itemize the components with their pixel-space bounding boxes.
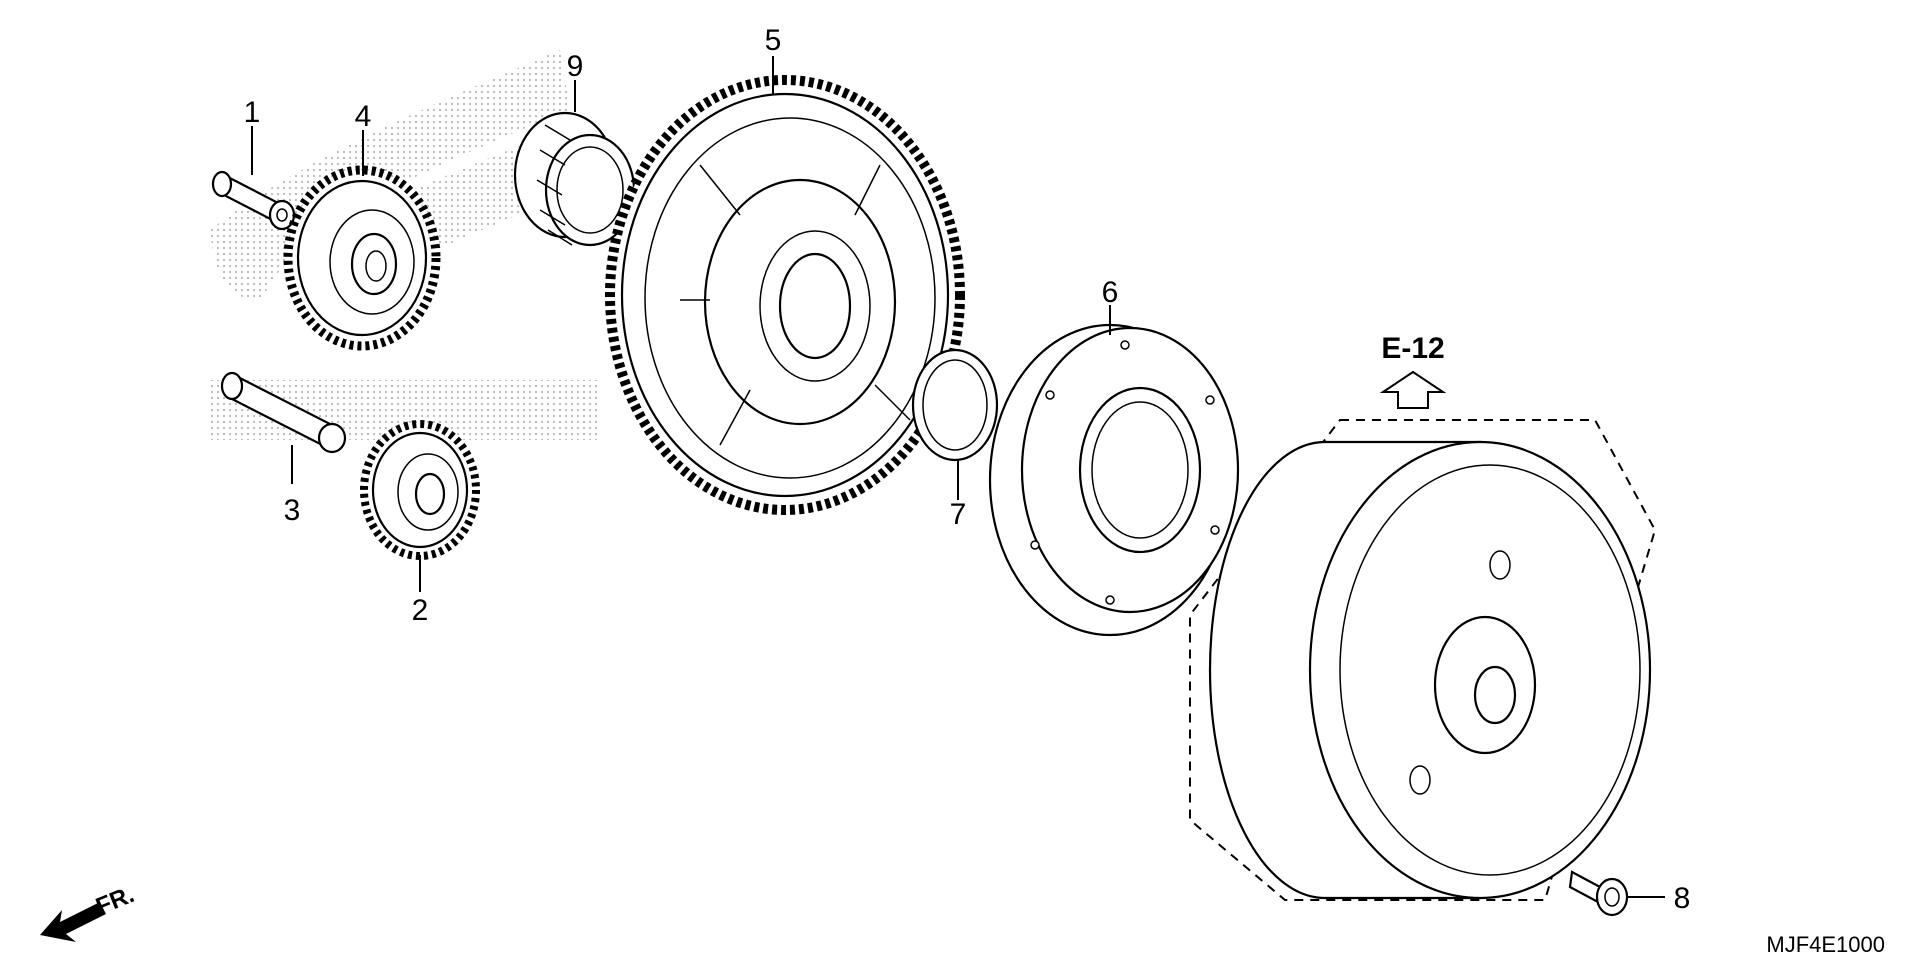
leader-lines	[251, 56, 1665, 898]
callout-9: 9	[567, 50, 584, 83]
callout-3: 3	[284, 494, 301, 527]
part-gear-2	[360, 420, 480, 560]
part-needle-bearing-9	[513, 111, 636, 247]
part-idle-gear-4	[283, 165, 441, 351]
part-shaft-3	[220, 371, 347, 454]
diagram-code: MJF4E1000	[1766, 932, 1885, 957]
front-direction-indicator: FR.	[40, 881, 138, 942]
part-bolt-8	[1568, 870, 1629, 917]
callout-1: 1	[244, 96, 261, 129]
reference-label: E-12	[1381, 332, 1444, 365]
front-direction-label: FR.	[92, 881, 138, 921]
callout-2: 2	[412, 594, 429, 627]
callout-5: 5	[765, 24, 782, 57]
part-driven-gear-5	[605, 75, 965, 515]
part-washer-7	[911, 348, 999, 462]
front-arrow-icon	[40, 902, 106, 942]
flywheel-reference-assembly	[1189, 419, 1657, 901]
callout-8: 8	[1674, 882, 1691, 915]
callout-6: 6	[1102, 276, 1119, 309]
part-one-way-clutch-6	[988, 323, 1240, 637]
callout-4: 4	[355, 100, 372, 133]
callout-7: 7	[950, 498, 967, 531]
reference-up-arrow-icon	[1379, 370, 1447, 409]
part-collar-1	[211, 170, 296, 231]
